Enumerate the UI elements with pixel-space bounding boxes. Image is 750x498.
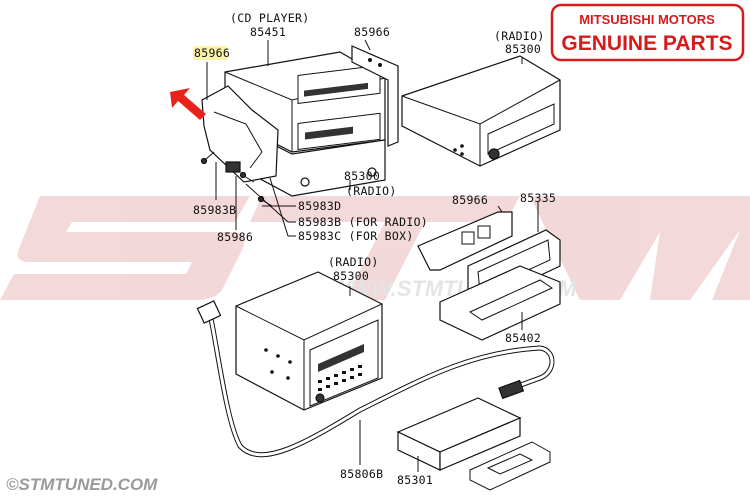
label-screw-left: 85983B — [193, 203, 236, 217]
label-box: 85402 — [505, 331, 541, 345]
watermark-logo-s — [0, 196, 250, 300]
watermark-logo-m — [530, 196, 750, 300]
spacer-block — [225, 161, 241, 173]
panel-box-assembly — [417, 211, 561, 341]
label-radio-mid-part: 85300 — [344, 169, 380, 183]
label-bracket-highlighted: 85966 — [194, 46, 230, 60]
highlight-85966 — [193, 46, 227, 60]
label-radio-low-part: 85300 — [333, 269, 369, 283]
bracket-left — [201, 85, 279, 183]
label-cd-player-part: 85451 — [250, 25, 286, 39]
label-spacer: 85986 — [217, 230, 253, 244]
label-cable: 85806B — [340, 467, 383, 481]
label-cd-player-caption: (CD PLAYER) — [230, 11, 309, 25]
badge-line1: MITSUBISHI MOTORS — [579, 12, 715, 27]
remote-box-unit — [396, 397, 551, 491]
label-radio-top-caption: (RADIO) — [494, 29, 545, 43]
label-bracket-right: 85966 — [452, 193, 488, 207]
label-radio-top-part: 85300 — [505, 42, 541, 56]
screw-group — [200, 151, 273, 207]
bracket-top — [351, 45, 399, 147]
label-panel: 85335 — [520, 191, 556, 205]
label-remote-box: 85301 — [397, 473, 433, 487]
radio-unit-low — [235, 271, 383, 411]
footer-copyright: ©STMTUNED.COM — [6, 475, 158, 494]
label-radio-mid-caption: (RADIO) — [346, 184, 397, 198]
pointer-arrow — [170, 88, 206, 120]
callout-labels: (CD PLAYER) 85451 85966 85966 (RADIO) 85… — [193, 11, 556, 487]
genuine-parts-badge: MITSUBISHI MOTORS GENUINE PARTS — [550, 3, 745, 62]
watermark: WWW.STMTUNED.COM — [0, 196, 750, 301]
label-screw-d: 85983D — [298, 199, 341, 213]
label-bracket-top: 85966 — [354, 25, 390, 39]
cable-harness — [196, 300, 555, 458]
badge-line2: GENUINE PARTS — [561, 32, 732, 55]
label-screw-c-box: 85983C (FOR BOX) — [298, 229, 414, 243]
label-radio-low-caption: (RADIO) — [328, 255, 379, 269]
watermark-logo-t — [250, 196, 520, 300]
radio-unit-top — [401, 55, 561, 167]
label-screw-b-radio: 85983B (FOR RADIO) — [298, 215, 428, 229]
cd-radio-assembly — [170, 45, 399, 207]
leader-lines — [206, 39, 539, 472]
